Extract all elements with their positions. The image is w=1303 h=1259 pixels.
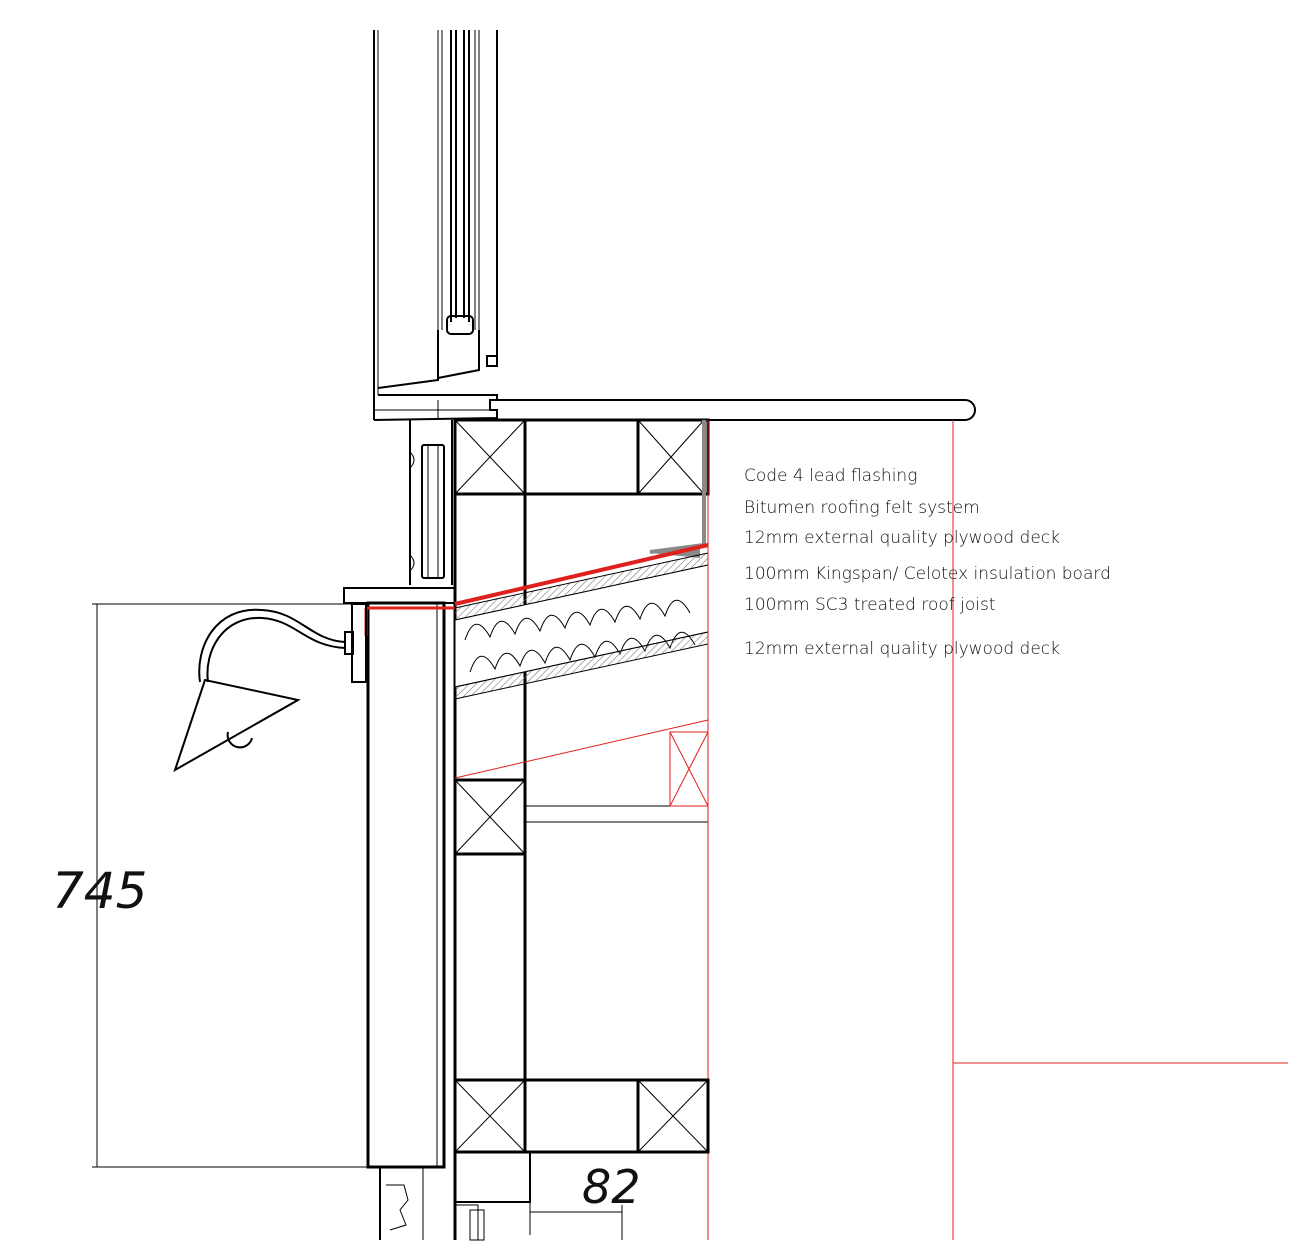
wall-lamp-icon	[173, 603, 367, 773]
width-dimension-label: 82	[582, 1160, 641, 1214]
upper-joist-block	[453, 418, 710, 496]
roofing-felt	[454, 543, 709, 606]
label-roof-joist: 100mm SC3 treated roof joist	[744, 595, 996, 615]
fascia-cladding	[343, 420, 485, 1241]
lower-joist-block	[453, 1078, 710, 1203]
label-plywood-deck-bottom: 12mm external quality plywood deck	[744, 639, 1060, 659]
annotations: Code 4 lead flashing Bitumen roofing fel…	[744, 466, 1111, 659]
height-dimension-label: 745	[52, 862, 147, 920]
height-dimension: 745	[52, 603, 368, 1168]
insulation-symbol	[464, 599, 696, 673]
label-roofing-felt: Bitumen roofing felt system	[744, 498, 980, 518]
width-dimension: 82	[529, 1160, 641, 1240]
label-lead-flashing: Code 4 lead flashing	[744, 466, 917, 486]
label-plywood-deck-top: 12mm external quality plywood deck	[744, 528, 1060, 548]
mid-joist-block	[453, 778, 527, 856]
label-insulation-board: 100mm Kingspan/ Celotex insulation board	[744, 564, 1111, 584]
stud-wall	[453, 420, 708, 1240]
window-frame	[373, 30, 498, 421]
roof-buildup	[454, 420, 1288, 1240]
window-sill	[497, 399, 976, 421]
